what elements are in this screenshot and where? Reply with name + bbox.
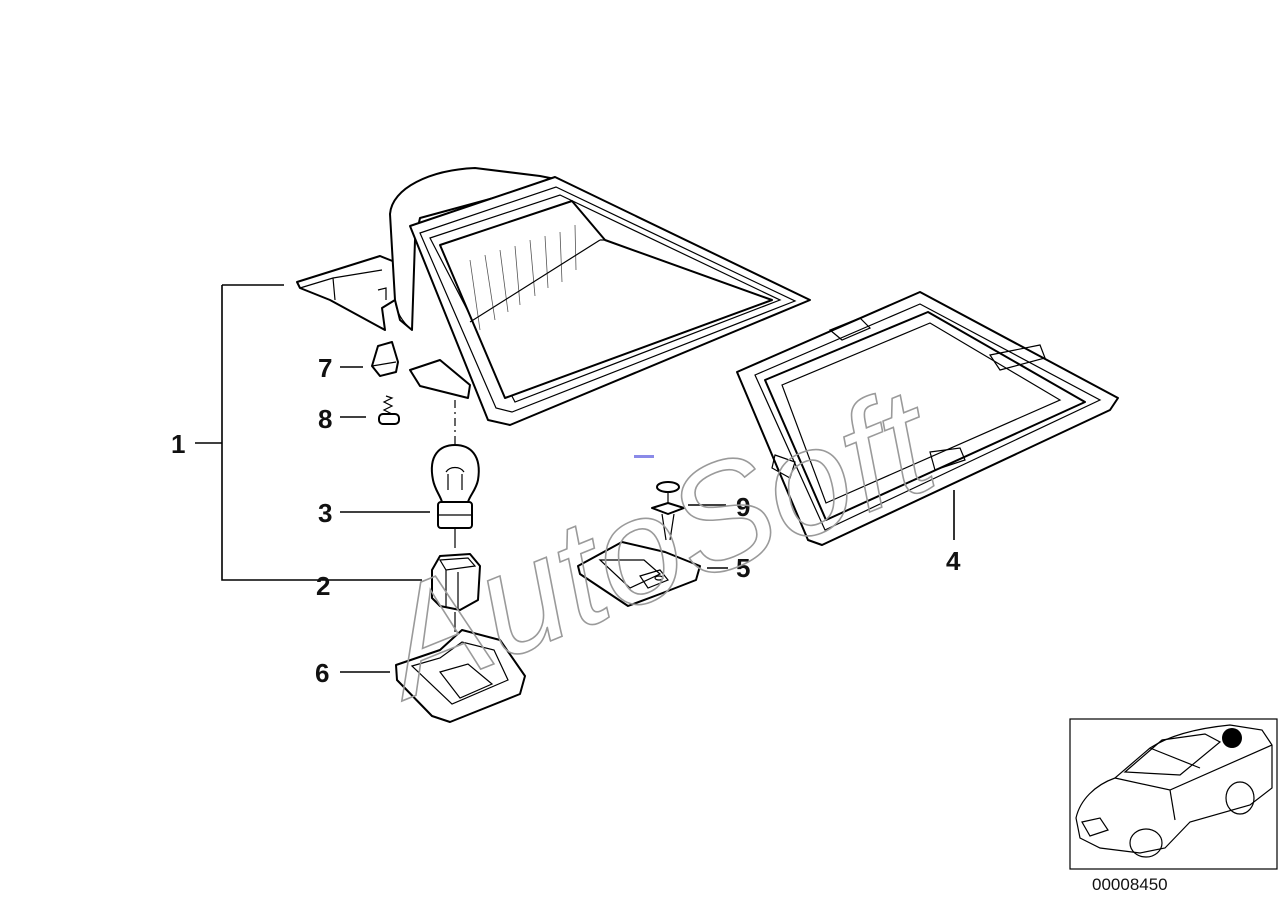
- callout-6: 6: [315, 658, 329, 688]
- bulb: [430, 444, 480, 548]
- diagram-number: 00008450: [1092, 875, 1168, 894]
- callout-4: 4: [946, 546, 961, 576]
- lamp-housing: [296, 167, 811, 426]
- callout-2: 2: [316, 571, 330, 601]
- clip-part: [651, 481, 685, 541]
- leader-lines: [195, 284, 955, 673]
- callout-7: 7: [318, 353, 332, 383]
- watermark: AutoSoft: [350, 355, 959, 731]
- bulb-socket: [431, 553, 481, 632]
- nut-part: [371, 341, 399, 377]
- callout-1: 1: [171, 429, 185, 459]
- callout-3: 3: [318, 498, 332, 528]
- callout-8: 8: [318, 404, 332, 434]
- blue-mark: [634, 455, 654, 458]
- screw-part: [378, 395, 400, 425]
- location-marker-icon: [1222, 728, 1242, 748]
- callout-5: 5: [736, 553, 750, 583]
- car-location-inset: [1069, 718, 1278, 870]
- holder-part: [577, 541, 701, 607]
- car-outline-icon: [1075, 724, 1273, 858]
- lens-frame: [736, 291, 1119, 546]
- callout-9: 9: [736, 492, 750, 522]
- socket-bracket: [395, 629, 526, 723]
